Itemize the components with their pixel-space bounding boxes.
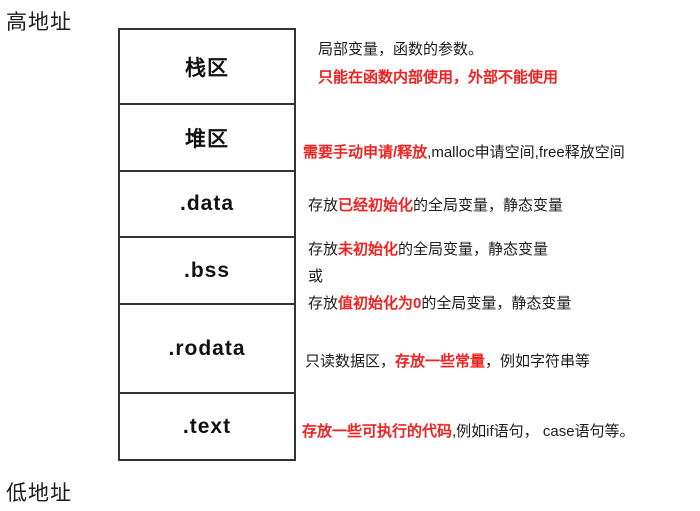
low-address-label: 低地址 xyxy=(6,482,72,505)
note-bss: 存放未初始化的全局变量，静态变量 或 存放值初始化为0的全局变量，静态变量 xyxy=(308,236,571,317)
note-bss-line3: 存放值初始化为0的全局变量，静态变量 xyxy=(308,290,571,317)
note-data-pre: 存放 xyxy=(308,197,339,214)
section-label-stack: 栈区 xyxy=(185,56,229,80)
note-rodata-pre: 只读数据区， xyxy=(305,353,396,370)
memory-section-stack: 栈区 xyxy=(118,28,296,105)
note-rodata-red: 存放一些常量 xyxy=(395,353,486,370)
memory-section-rodata: .rodata xyxy=(118,303,296,394)
note-text-post: ,例如if语句， case语句等。 xyxy=(452,423,635,440)
note-bss-line3-pre: 存放 xyxy=(308,295,339,312)
note-text: 存放一些可执行的代码,例如if语句， case语句等。 xyxy=(302,418,635,445)
note-heap-rest: ,malloc申请空间,free释放空间 xyxy=(427,144,625,161)
note-data: 存放已经初始化的全局变量，静态变量 xyxy=(308,192,563,219)
note-data-red: 已经初始化 xyxy=(338,197,414,214)
note-stack-line1: 局部变量，函数的参数。 xyxy=(318,41,484,58)
memory-section-heap: 堆区 xyxy=(118,103,296,172)
note-rodata: 只读数据区，存放一些常量，例如字符串等 xyxy=(305,348,590,375)
memory-column: 栈区 堆区 .data .bss .rodata .text xyxy=(118,28,296,461)
section-label-bss: .bss xyxy=(183,258,231,282)
note-rodata-post: ，例如字符串等 xyxy=(485,353,591,370)
memory-section-text: .text xyxy=(118,392,296,461)
section-label-data: .data xyxy=(179,192,234,215)
note-bss-line1: 存放未初始化的全局变量，静态变量 xyxy=(308,236,571,263)
note-bss-line1-pre: 存放 xyxy=(308,241,339,258)
note-text-red: 存放一些可执行的代码 xyxy=(302,423,453,440)
note-bss-line3-red: 值初始化为0 xyxy=(338,295,422,312)
memory-section-bss: .bss xyxy=(118,236,296,305)
note-bss-line2: 或 xyxy=(308,268,324,285)
note-bss-line1-post: 的全局变量，静态变量 xyxy=(398,241,549,258)
high-address-label: 高地址 xyxy=(6,11,72,34)
section-label-text: .text xyxy=(182,414,232,438)
note-heap: 需要手动申请/释放,malloc申请空间,free释放空间 xyxy=(303,139,625,166)
note-bss-line1-red: 未初始化 xyxy=(338,241,399,258)
memory-section-data: .data xyxy=(118,170,296,238)
note-heap-red: 需要手动申请/释放 xyxy=(303,144,428,161)
note-data-post: 的全局变量，静态变量 xyxy=(413,197,564,214)
section-label-rodata: .rodata xyxy=(168,336,246,360)
section-label-heap: 堆区 xyxy=(185,127,229,151)
note-stack-line2: 只能在函数内部使用，外部不能使用 xyxy=(318,69,559,86)
note-bss-line3-post: 的全局变量，静态变量 xyxy=(421,295,572,312)
note-stack: 局部变量，函数的参数。 只能在函数内部使用，外部不能使用 xyxy=(318,36,558,92)
